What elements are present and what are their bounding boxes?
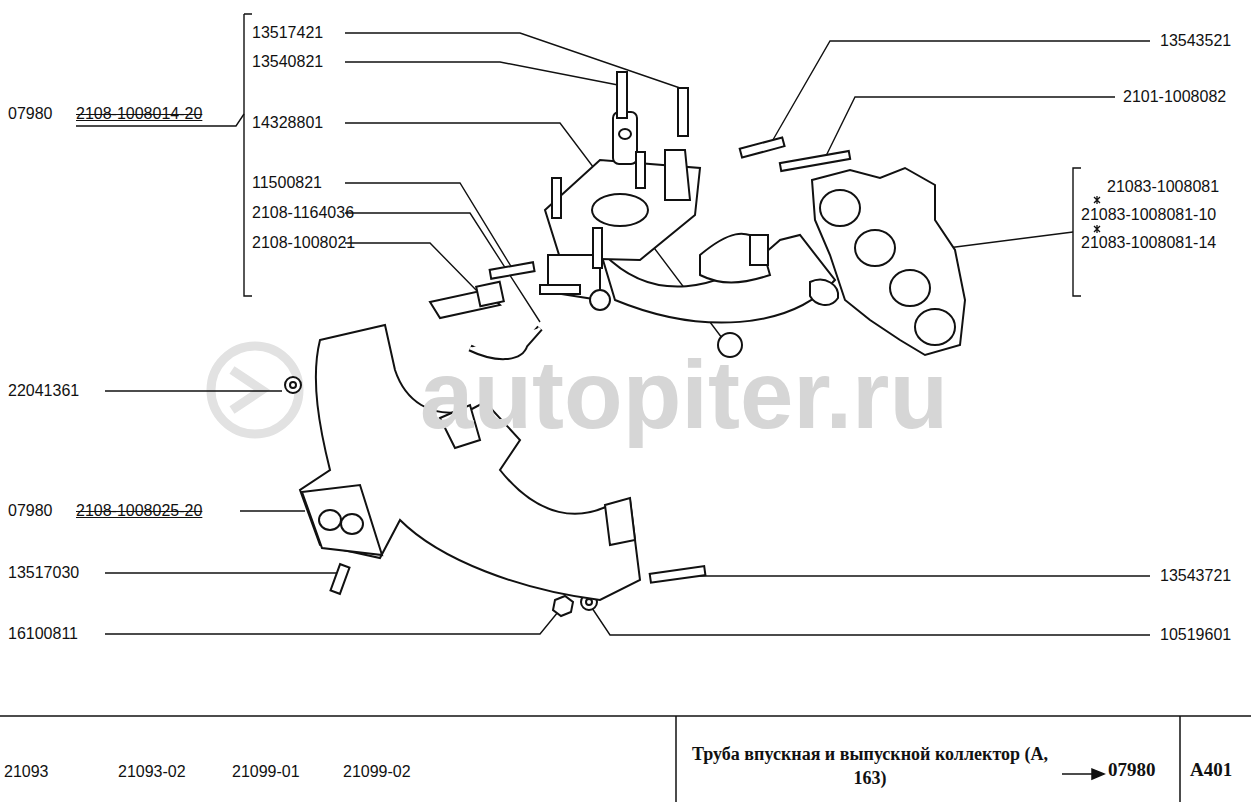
part-number: 21083-1008081-10 xyxy=(1081,206,1216,224)
part-number: 14328801 xyxy=(252,114,323,132)
title-frame xyxy=(0,716,1251,802)
part-number: 22041361 xyxy=(8,382,79,400)
watermark: autopiter.ru xyxy=(420,345,948,445)
leader-lines xyxy=(76,14,1150,635)
part-number: 2108-1164036 xyxy=(252,204,354,222)
part-number: A401 xyxy=(1190,761,1232,779)
part-number: 07980 xyxy=(8,502,53,520)
part-number: 16100811 xyxy=(8,625,78,643)
part-number: 10519601 xyxy=(1160,626,1231,644)
part-number: 07980 xyxy=(1108,761,1156,779)
model-code: 21099-02 xyxy=(343,763,411,781)
part-number: 11500821 xyxy=(252,174,322,192)
part-number: 2108-1008025-20 xyxy=(76,502,202,520)
part-number: 2108-1008014-20 xyxy=(76,105,202,123)
part-number: 13517421 xyxy=(252,24,323,42)
sheet-title: Труба впускная и выпускной коллектор (A,… xyxy=(680,742,1060,790)
part-number: 2108-1008021 xyxy=(252,234,355,252)
part-number: 2101-1008082 xyxy=(1123,88,1226,106)
part-number: 13517030 xyxy=(8,564,79,582)
gasket xyxy=(812,168,965,355)
part-number: 13543721 xyxy=(1160,567,1231,585)
part-number: 21083-1008081 xyxy=(1107,178,1219,196)
intake-manifold xyxy=(545,112,838,323)
model-code: 21093-02 xyxy=(118,763,186,781)
model-code: 21093 xyxy=(4,763,49,781)
model-code: 21099-01 xyxy=(232,763,300,781)
part-number: 21083-1008081-14 xyxy=(1081,234,1216,252)
fittings xyxy=(285,282,742,616)
part-number: 07980 xyxy=(8,105,53,123)
part-number: 13543521 xyxy=(1160,32,1231,50)
reference-arrow xyxy=(1062,769,1104,779)
part-number: 13540821 xyxy=(252,53,323,71)
